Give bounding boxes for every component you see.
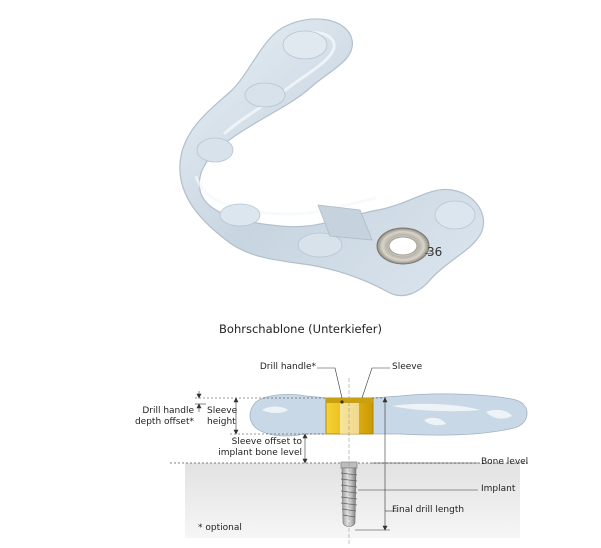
label-drill-handle-depth-offset-1: Drill handle (142, 406, 194, 416)
label-sleeve-offset-1: Sleeve offset to (231, 437, 302, 447)
tooth-number-leader (424, 252, 433, 255)
optional-note: * optional (198, 523, 242, 533)
label-sleeve-height-1: Sleeve (207, 406, 238, 416)
tooth-number-label: 36 (427, 245, 443, 259)
label-sleeve: Sleeve (392, 362, 423, 372)
label-sleeve-height-2: height (207, 417, 236, 427)
guide-section-right (372, 393, 528, 436)
dimension-lines (195, 391, 398, 531)
label-drill-handle: Drill handle* (259, 362, 316, 372)
label-implant: Implant (481, 484, 516, 494)
label-final-drill-length: Final drill length (392, 505, 465, 515)
guide-section-left (249, 394, 327, 437)
sleeve-gold (325, 397, 374, 435)
guide-arch (179, 18, 484, 297)
leader-lines (317, 367, 478, 491)
label-sleeve-offset-2: implant bone level (218, 448, 302, 458)
sleeve-ring (376, 227, 430, 265)
guide-title: Bohrschablone (Unterkiefer) (219, 322, 382, 336)
label-drill-handle-depth-offset-2: depth offset* (134, 417, 194, 427)
label-bone-level: Bone level (481, 457, 529, 467)
